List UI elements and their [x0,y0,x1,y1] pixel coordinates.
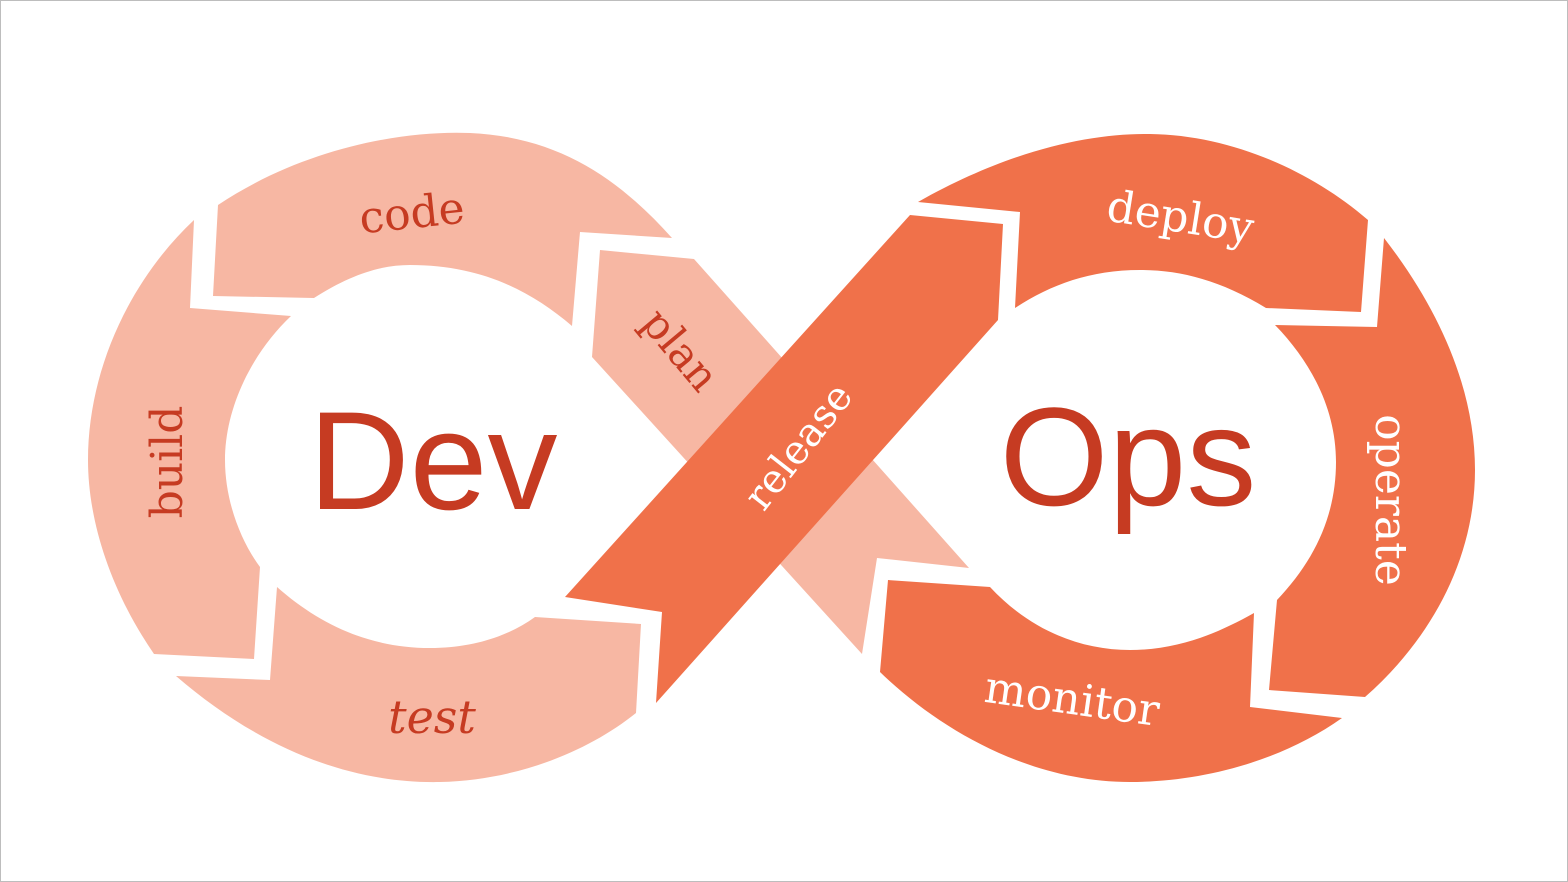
ops-loop [565,133,1475,782]
segment-deploy [918,133,1368,312]
dev-loop [88,132,969,783]
segment-release [565,215,1003,703]
segment-test [176,587,641,783]
stage-label-test: test [388,690,476,744]
segment-monitor [880,580,1342,782]
stage-label-code: code [357,183,467,245]
segment-operate [1269,238,1475,697]
segment-code [213,132,672,326]
stage-label-operate: operate [1365,414,1416,586]
stage-label-build: build [142,406,193,519]
dev-title: Dev [309,382,558,539]
segment-build [88,220,291,659]
ops-title: Ops [1000,378,1257,535]
